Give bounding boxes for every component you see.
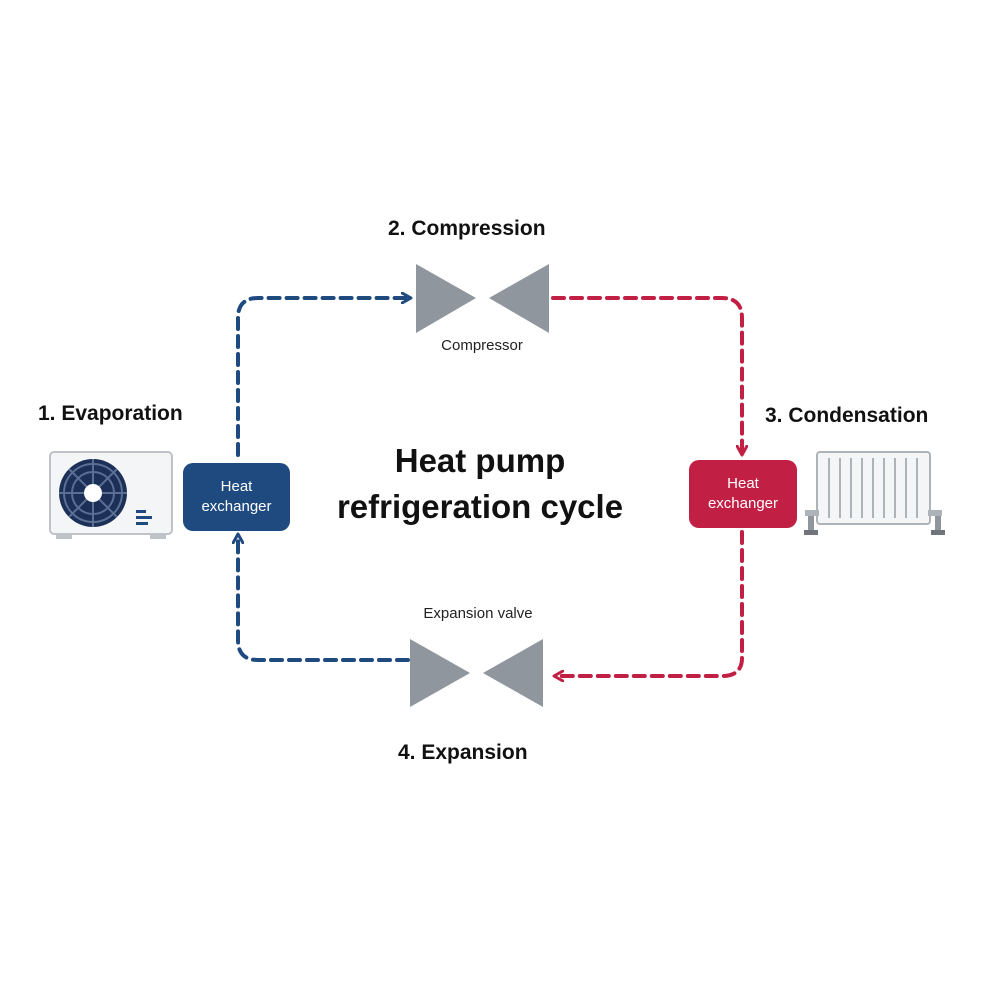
heat-exchanger-right: Heat exchanger [689, 460, 797, 528]
compressor-label: Compressor [441, 337, 523, 354]
expansion-valve-label: Expansion valve [423, 605, 533, 622]
expansion-valve-icon [410, 639, 543, 707]
heat-exchanger-right-label-line2: exchanger [707, 495, 779, 512]
flow-line-compressor-to-condenser [551, 296, 742, 454]
diagram-title-line1: Heat pump [394, 442, 566, 479]
heat-exchanger-right-label-line1: Heat [727, 475, 759, 492]
flow-line-condenser-to-valve [555, 530, 744, 676]
compressor-icon [416, 264, 549, 333]
diagram-title-line2: refrigeration cycle [336, 488, 624, 525]
outdoor-unit-icon [49, 451, 173, 539]
heat-exchanger-left-label-line1: Heat [220, 478, 253, 495]
stage-label-compression: 2. Compression [388, 217, 546, 240]
stage-label-evaporation: 1. Evaporation [38, 402, 183, 425]
radiator-icon [804, 451, 945, 535]
heat-exchanger-left-label-line2: exchanger [201, 498, 272, 515]
stage-label-expansion: 4. Expansion [398, 741, 528, 764]
flow-line-evaporator-to-compressor [236, 298, 410, 457]
flow-line-valve-to-evaporator [238, 535, 410, 662]
diagram-title: Heat pump refrigeration cycle [290, 438, 670, 530]
heat-exchanger-left: Heat exchanger [183, 463, 290, 531]
stage-label-condensation: 3. Condensation [765, 404, 929, 427]
